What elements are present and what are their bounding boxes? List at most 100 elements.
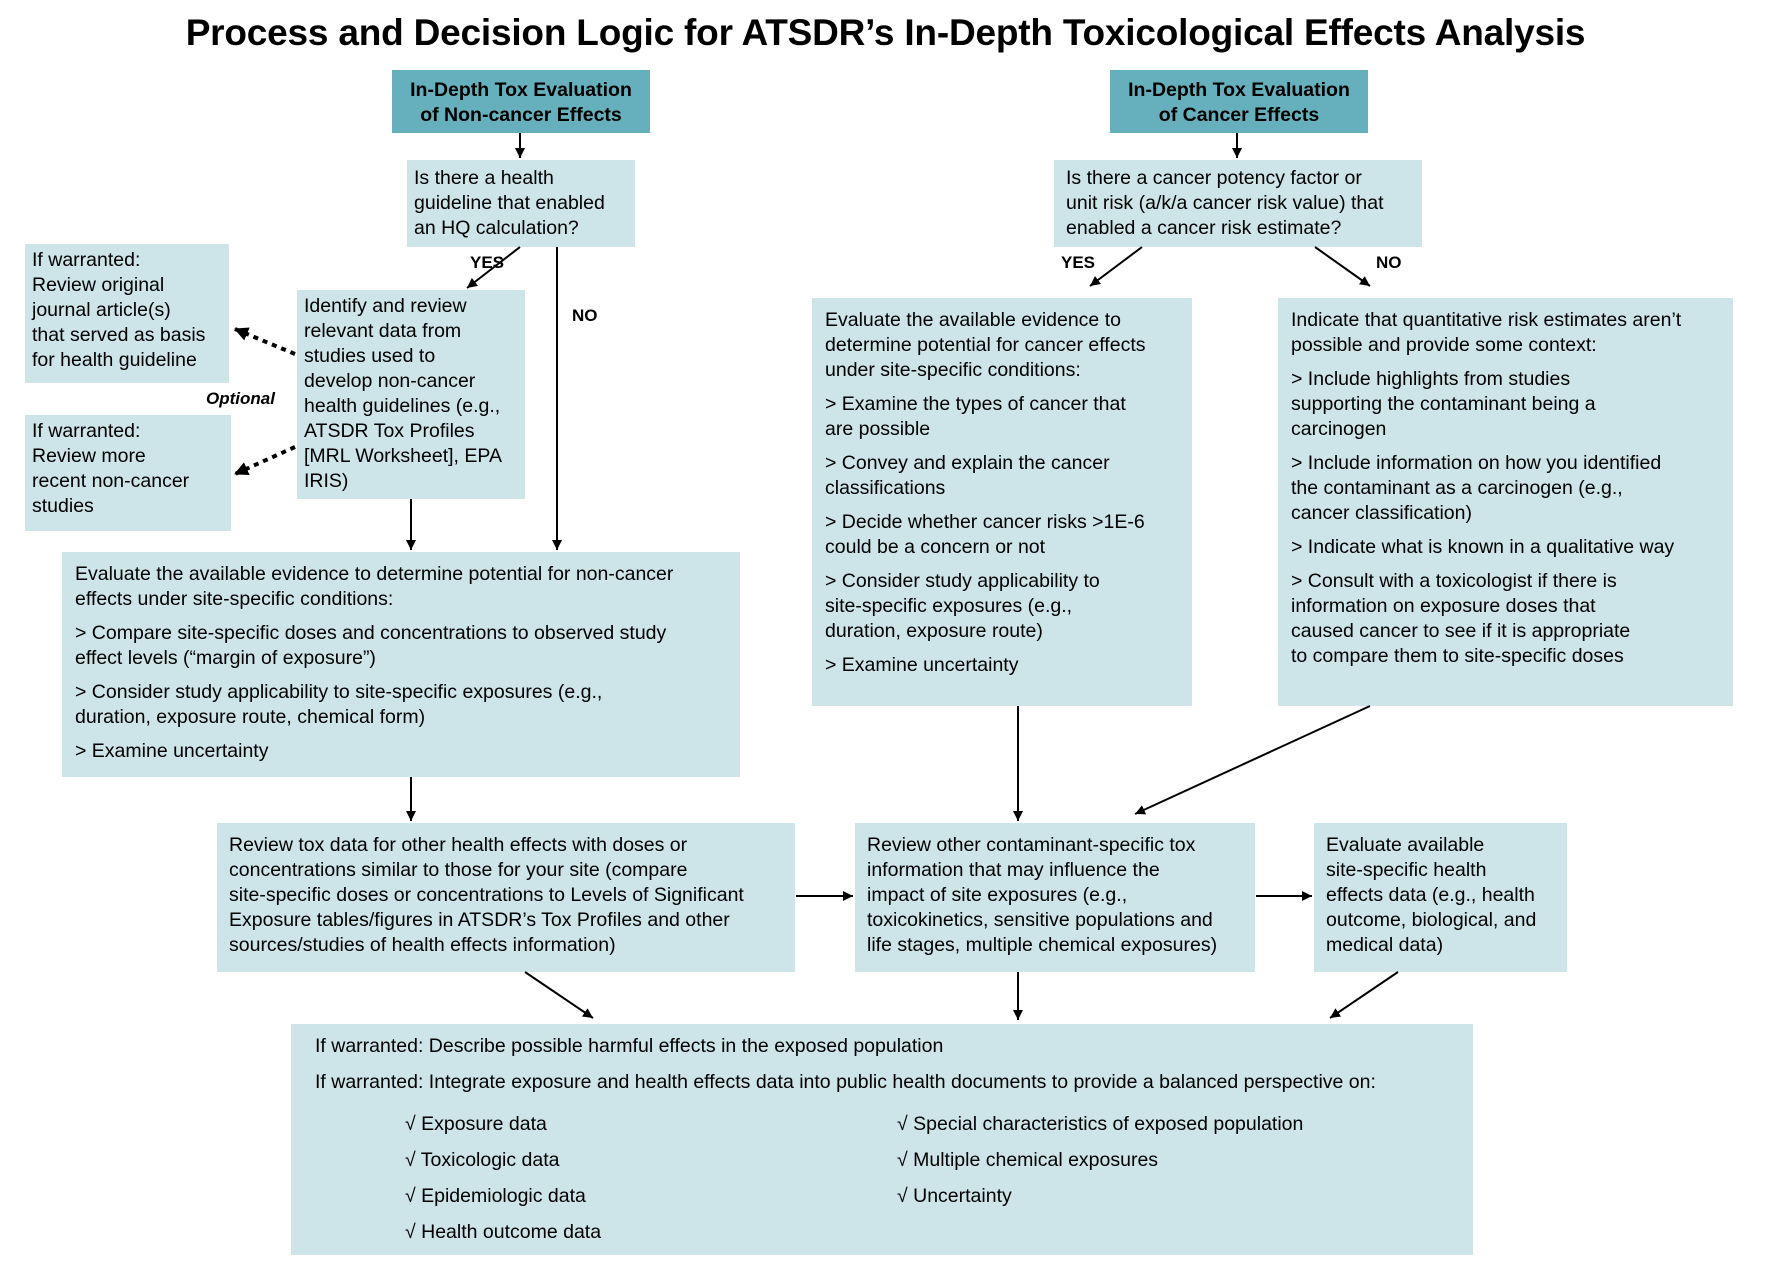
header-cancer-line: In-Depth Tox Evaluation — [1128, 79, 1350, 101]
yes-label-cancer: YES — [1061, 253, 1096, 272]
final-integration-box: If warranted: Describe possible harmful … — [291, 1024, 1473, 1255]
text-line: Review other contaminant-specific tox — [867, 834, 1196, 856]
bullet-line: to compare them to site-specific doses — [1291, 645, 1624, 667]
text-line: determine potential for cancer effects — [825, 334, 1146, 356]
header-noncancer-line: In-Depth Tox Evaluation — [410, 79, 632, 101]
bullet-item: > Consider study applicability to site-s… — [825, 569, 1192, 644]
final-line-integrate: If warranted: Integrate exposure and hea… — [315, 1071, 1376, 1093]
arrow-yes-to-evaluate-cancer — [1089, 246, 1143, 287]
question-line: enabled a cancer risk estimate? — [1066, 217, 1342, 239]
text-line: develop non-cancer — [304, 370, 476, 392]
text-line: Evaluate the available evidence to — [825, 309, 1121, 331]
arrow-no-to-indicate — [1314, 246, 1371, 287]
dashed-arrow-to-review-original — [234, 327, 296, 356]
evaluate-site-specific-health-data: Evaluate available site-specific health … — [1314, 823, 1567, 972]
bullet-line: > Consult with a toxicologist if there i… — [1291, 570, 1617, 592]
optional-label: Optional — [206, 389, 275, 408]
text-line: life stages, multiple chemical exposures… — [867, 934, 1218, 956]
text-line: Review original — [32, 274, 165, 296]
text-line: Exposure tables/figures in ATSDR’s Tox P… — [229, 909, 730, 931]
indicate-no-quantitative-estimates: Indicate that quantitative risk estimate… — [1278, 298, 1733, 706]
no-label-cancer: NO — [1376, 253, 1402, 272]
text-line: under site-specific conditions: — [825, 359, 1081, 381]
text-line: outcome, biological, and — [1326, 909, 1537, 931]
bullet-item: > Consult with a toxicologist if there i… — [1291, 569, 1733, 669]
text-line: IRIS) — [304, 470, 349, 492]
question-line: unit risk (a/k/a cancer risk value) that — [1066, 192, 1384, 214]
text-line: toxicokinetics, sensitive populations an… — [867, 909, 1213, 931]
bullet-item: > Examine uncertainty — [825, 653, 1192, 678]
text-line: information that may influence the — [867, 859, 1160, 881]
text-line: impact of site exposures (e.g., — [867, 884, 1128, 906]
text-line: sources/studies of health effects inform… — [229, 934, 616, 956]
bullet-item: > Indicate what is known in a qualitativ… — [1291, 535, 1733, 560]
text-line: If warranted: — [32, 420, 141, 442]
bullet-line: > Examine uncertainty — [75, 740, 269, 762]
header-noncancer: In-Depth Tox Evaluation of Non-cancer Ef… — [392, 70, 650, 133]
text-line: ATSDR Tox Profiles — [304, 420, 475, 442]
check-item: √ Toxicologic data — [405, 1149, 560, 1171]
question-cancer-potency: Is there a cancer potency factor or unit… — [1054, 160, 1422, 247]
bullet-line: carcinogen — [1291, 418, 1387, 440]
text-line: relevant data from — [304, 320, 462, 342]
evaluate-noncancer-evidence: Evaluate the available evidence to deter… — [62, 552, 740, 777]
bullet-item: > Include highlights from studies suppor… — [1291, 367, 1733, 442]
check-item: √ Uncertainty — [897, 1185, 1012, 1207]
review-tox-data-other-effects: Review tox data for other health effects… — [217, 823, 795, 972]
bullet-line: supporting the contaminant being a — [1291, 393, 1596, 415]
bullet-line: information on exposure doses that — [1291, 595, 1596, 617]
bullet-line: duration, exposure route) — [825, 620, 1043, 642]
text-line: effects data (e.g., health — [1326, 884, 1535, 906]
check-item: √ Health outcome data — [405, 1221, 602, 1243]
review-other-contaminant-info: Review other contaminant-specific tox in… — [855, 823, 1255, 972]
no-label-noncancer: NO — [572, 306, 598, 325]
bullet-line: > Convey and explain the cancer — [825, 452, 1110, 474]
text-line: possible and provide some context: — [1291, 334, 1597, 356]
text-line: Review more — [32, 445, 146, 467]
bullet-line: caused cancer to see if it is appropriat… — [1291, 620, 1631, 642]
question-line: guideline that enabled — [414, 192, 605, 214]
text-line: studies used to — [304, 345, 436, 367]
bullet-line: cancer classification) — [1291, 502, 1472, 524]
bullet-line: classifications — [825, 477, 946, 499]
text-line: studies — [32, 495, 94, 517]
bullet-line: > Include highlights from studies — [1291, 368, 1571, 390]
check-item: √ Epidemiologic data — [405, 1185, 586, 1207]
dashed-arrow-to-review-recent — [234, 445, 296, 476]
header-cancer: In-Depth Tox Evaluation of Cancer Effect… — [1110, 70, 1368, 133]
text-line: medical data) — [1326, 934, 1444, 956]
bullet-line: duration, exposure route, chemical form) — [75, 706, 426, 728]
text-line: that served as basis — [32, 324, 206, 346]
text-line: Review tox data for other health effects… — [229, 834, 688, 856]
review-recent-studies: If warranted: Review more recent non-can… — [25, 415, 231, 531]
bullet-line: > Examine the types of cancer that — [825, 393, 1126, 415]
bullet-item: > Include information on how you identif… — [1291, 451, 1733, 526]
text-line: site-specific health — [1326, 859, 1487, 881]
final-line-describe: If warranted: Describe possible harmful … — [315, 1035, 944, 1057]
bullet-line: are possible — [825, 418, 931, 440]
yes-label-noncancer: YES — [470, 253, 505, 272]
bullet-item: > Consider study applicability to site-s… — [75, 680, 740, 730]
bullet-line: > Consider study applicability to — [825, 570, 1100, 592]
review-original-articles: If warranted: Review original journal ar… — [25, 244, 229, 383]
text-line: If warranted: — [32, 249, 141, 271]
bullet-line: site-specific exposures (e.g., — [825, 595, 1073, 617]
bullet-line: effect levels (“margin of exposure”) — [75, 647, 376, 669]
bullet-item: > Examine uncertainty — [75, 739, 740, 764]
text-line: Evaluate the available evidence to deter… — [75, 563, 674, 585]
text-line: health guidelines (e.g., — [304, 395, 501, 417]
bullet-line: the contaminant as a carcinogen (e.g., — [1291, 477, 1623, 499]
bullet-line: > Compare site-specific doses and concen… — [75, 622, 667, 644]
text-line: [MRL Worksheet], EPA — [304, 445, 502, 467]
question-line: Is there a cancer potency factor or — [1066, 167, 1362, 189]
bullet-item: > Examine the types of cancer that are p… — [825, 392, 1192, 442]
bullet-line: > Indicate what is known in a qualitativ… — [1291, 536, 1675, 558]
bullet-line: could be a concern or not — [825, 536, 1046, 558]
question-line: Is there a health — [414, 167, 554, 189]
text-line: Indicate that quantitative risk estimate… — [1291, 309, 1682, 331]
bullet-item: > Convey and explain the cancer classifi… — [825, 451, 1192, 501]
bullet-line: > Consider study applicability to site-s… — [75, 681, 603, 703]
text-line: concentrations similar to those for your… — [229, 859, 688, 881]
bullet-line: > Decide whether cancer risks >1E-6 — [825, 511, 1145, 533]
